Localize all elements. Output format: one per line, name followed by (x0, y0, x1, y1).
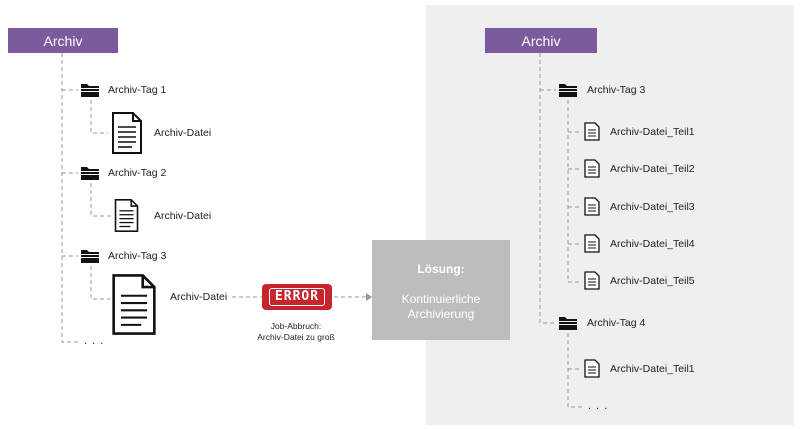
error-note-line1: Job-Abbruch: (270, 321, 322, 331)
right-tag3-label: Archiv-Tag 3 (587, 84, 646, 96)
left-tag3-label: Archiv-Tag 3 (108, 250, 167, 262)
right-tag3-file3: Archiv-Datei_Teil3 (610, 201, 695, 213)
document-icon (112, 112, 142, 154)
solution-line1: Kontinuierliche (401, 292, 481, 306)
document-icon (584, 159, 600, 178)
right-tag4-label: Archiv-Tag 4 (587, 317, 646, 329)
left-tag1-file-label: Archiv-Datei (154, 127, 212, 139)
left-more-ellipsis: . . . (84, 335, 105, 347)
document-icon (112, 274, 156, 335)
document-icon (584, 122, 600, 141)
left-tag1-label: Archiv-Tag 1 (108, 84, 167, 96)
right-more-ellipsis: . . . (588, 400, 609, 412)
error-note-line2: Archiv-Datei zu groß (257, 332, 335, 342)
solution-line2: Archivierung (407, 307, 475, 321)
document-icon (114, 199, 139, 232)
solution-box: Lösung: Kontinuierliche Archivierung (372, 240, 510, 340)
left-archive-header: Archiv (8, 28, 118, 53)
left-tag3-file-label: Archiv-Datei (170, 291, 228, 303)
right-tag3-file5: Archiv-Datei_Teil5 (610, 275, 695, 287)
document-icon (584, 359, 600, 378)
error-badge-text: ERROR (268, 288, 326, 306)
folder-stack-icon (81, 167, 99, 180)
folder-stack-icon (81, 250, 99, 263)
solution-body: Kontinuierliche Archivierung (372, 292, 510, 322)
right-archive-header: Archiv (485, 28, 597, 53)
folder-stack-icon (559, 84, 577, 97)
right-tag3-file4: Archiv-Datei_Teil4 (610, 238, 695, 250)
solution-panel-background (426, 5, 794, 425)
left-tag2-file-label: Archiv-Datei (154, 210, 212, 222)
solution-title: Lösung: (417, 262, 465, 276)
left-tag2-label: Archiv-Tag 2 (108, 167, 167, 179)
right-tag3-file2: Archiv-Datei_Teil2 (610, 163, 695, 175)
folder-stack-icon (559, 317, 577, 330)
document-icon (584, 271, 600, 290)
error-badge: ERROR (262, 284, 332, 310)
document-icon (584, 234, 600, 253)
error-note: Job-Abbruch: Archiv-Datei zu groß (246, 321, 346, 343)
folder-stack-icon (81, 84, 99, 97)
right-tag3-file1: Archiv-Datei_Teil1 (610, 126, 695, 138)
right-tag4-file1: Archiv-Datei_Teil1 (610, 363, 695, 375)
document-icon (584, 197, 600, 216)
